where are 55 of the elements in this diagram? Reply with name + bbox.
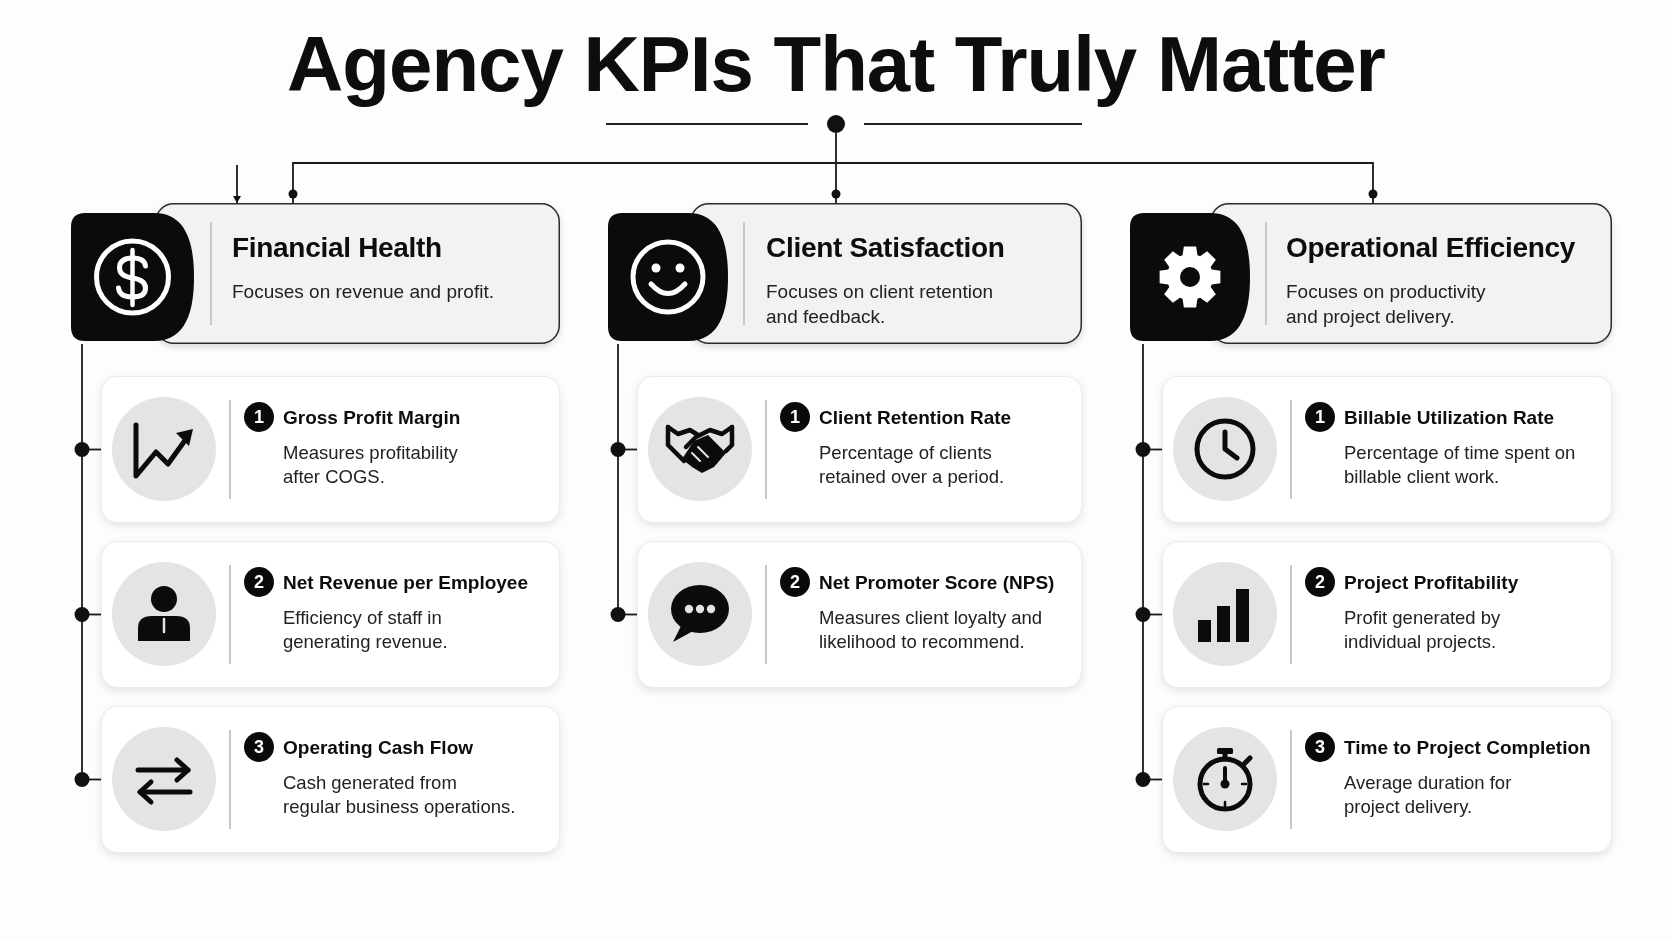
- kpi-card: [101, 376, 560, 523]
- kpi-description: Measures client loyalty and likelihood to recommend.: [819, 606, 1044, 654]
- kpi-description: Percentage of time spent on billable client work.: [1344, 441, 1577, 489]
- category-card: [71, 203, 560, 344]
- kpi-title: Client Retention Rate: [819, 406, 1012, 430]
- step-number: 1: [780, 402, 810, 432]
- category-description: Focuses on productivity and project delivery.: [1286, 280, 1487, 329]
- step-number: 3: [244, 732, 274, 762]
- connector-line: [831, 162, 841, 204]
- kpi-description: Efficiency of staff in generating revenue.: [283, 606, 449, 654]
- kpi-title: Gross Profit Margin: [283, 406, 461, 430]
- kpi-description: Average duration for project delivery.: [1344, 771, 1513, 819]
- kpi-description: Profit generated by individual projects.: [1344, 606, 1502, 654]
- kpi-description: Percentage of clients retained over a period.: [819, 441, 1006, 489]
- step-number: 3: [1305, 732, 1335, 762]
- kpi-title: Net Revenue per Employee: [283, 571, 528, 595]
- kpi-description: Measures profitability after COGS.: [283, 441, 459, 489]
- step-number: 1: [1305, 402, 1335, 432]
- category-title: Financial Health: [232, 231, 442, 265]
- arrow: [233, 164, 241, 204]
- kpi-title: Project Profitability: [1344, 571, 1519, 595]
- kpi-title: Net Promoter Score (NPS): [819, 571, 1055, 595]
- kpi-card: [101, 706, 560, 853]
- connector-line: [74, 442, 102, 457]
- category-card: [608, 203, 1082, 344]
- connector-line: [835, 132, 837, 164]
- connector-line: [1135, 607, 1163, 622]
- connector-line: [835, 162, 1378, 204]
- step-number: 2: [244, 567, 274, 597]
- kpi-title: Billable Utilization Rate: [1344, 406, 1555, 430]
- connector-line: [610, 607, 638, 622]
- kpi-card: [101, 541, 560, 688]
- category-title: Operational Efficiency: [1286, 231, 1576, 265]
- category-description: Focuses on client retention and feedback.: [766, 280, 995, 329]
- kpi-card: [1162, 376, 1612, 523]
- kpi-card: [1162, 541, 1612, 688]
- step-number: 1: [244, 402, 274, 432]
- step-number: 2: [780, 567, 810, 597]
- kpi-card: [637, 541, 1082, 688]
- step-number: 2: [1305, 567, 1335, 597]
- junction-dot: [827, 115, 845, 133]
- kpi-card: [1162, 706, 1612, 853]
- category-description: Focuses on revenue and profit.: [232, 280, 495, 304]
- category-card: [1130, 203, 1612, 344]
- category-title: Client Satisfaction: [766, 231, 1005, 265]
- kpi-description: Cash generated from regular business operations.: [283, 771, 517, 819]
- title: Agency KPIs That Truly Matter: [287, 22, 1385, 106]
- connector-line: [1135, 442, 1163, 457]
- kpi-title: Time to Project Completion: [1344, 736, 1591, 760]
- connector-line: [288, 162, 837, 204]
- connector-line: [74, 772, 102, 787]
- kpi-title: Operating Cash Flow: [283, 736, 474, 760]
- connector-line: [610, 442, 638, 457]
- connector-line: [1135, 772, 1163, 787]
- kpi-card: [637, 376, 1082, 523]
